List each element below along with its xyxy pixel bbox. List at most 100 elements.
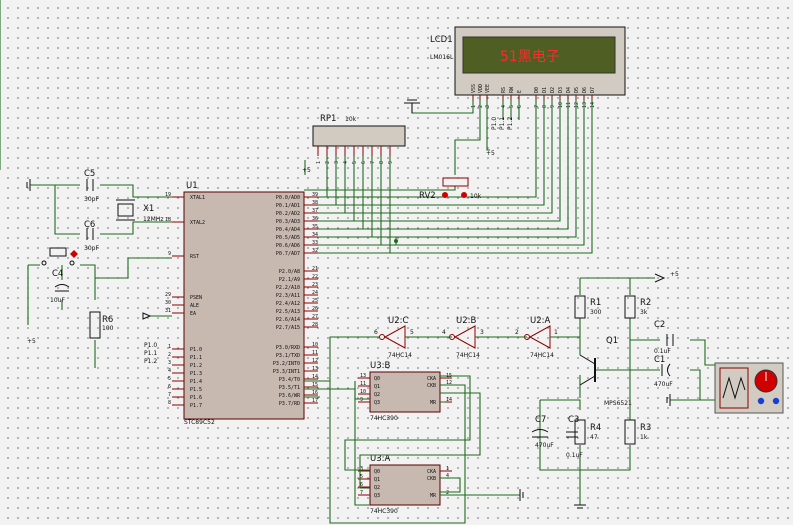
capacitor-c1[interactable]: C1 470uF [654,355,673,388]
reset-button[interactable] [41,247,78,266]
u1-pin-name: P2.1/A9 [279,277,300,283]
lcd-pin-name: E [517,90,523,93]
signal-generator-instrument[interactable] [714,362,784,414]
u3b-part: 74HC390 [370,415,398,422]
wire-d6 [304,100,585,246]
rv2-pin-b [461,192,467,198]
u1-pin-number: 15 [312,382,318,388]
port1-label-0: P1.0 [144,342,157,349]
u1-pin-name: P0.3/AD3 [276,219,300,225]
u1-pin-number: 30 [165,300,171,306]
r4-value: 47 [590,434,598,441]
u1-pin-number: 21 [312,266,318,272]
u1-body [183,191,305,420]
potentiometer-rv2[interactable]: RV2 10k [419,177,482,201]
c2-value: 0.1uF [654,348,671,355]
capacitor-c6[interactable]: C6 30pF [84,220,99,252]
u2b-ref: U2:B [456,316,476,326]
u1-pin-number: 10 [312,342,318,348]
counter-pin-name: CKA [427,376,436,382]
c5-value: 30pF [84,196,99,203]
counter-pin-name: CKB [427,383,436,389]
counter-pin-number: 1 [446,466,449,472]
r3-value: 1k [640,434,648,441]
lcd-pin-name: RS [501,87,507,93]
lcd-screen [462,36,616,74]
counter-pin-number: 14 [446,397,452,403]
rp1-ref: RP1 [320,114,336,124]
u1-pin-name: P2.5/A13 [276,309,300,315]
r6-value: 100 [102,325,114,332]
lcd-pin-name: D6 [582,87,588,93]
wire-u3b-to-u3a [344,375,471,471]
c3-value: 0.1uF [566,452,583,459]
rv2-ref: RV2 [419,191,436,201]
lcd-pin-name: VEE [485,84,491,93]
counter-pin-name: Q0 [374,469,380,475]
capacitor-c7[interactable]: C7 470uF [531,415,554,449]
rp1-pin-number: 7 [370,161,376,164]
c3-ref: C3 [568,415,579,425]
resistor-r1[interactable]: R1 300 [574,295,602,319]
counter-pin-number: 6 [360,482,363,488]
terminal-right[interactable] [772,397,780,405]
u1-pin-name: P2.7/A15 [276,325,300,331]
r2-ref: R2 [640,298,651,308]
rp1-pin-number: 5 [352,161,358,164]
rp1-pin-number: 2 [325,161,331,164]
u3a-body [369,464,441,506]
u1-pin-number: 29 [165,292,171,298]
c4-value: 10uF [50,297,65,304]
u2b-out: 4 [442,329,446,336]
lcd-module[interactable]: 51黑电子 LCD1 LM016L VSS1VDD2VEE3RS4RW5E6D0… [430,26,626,108]
resistor-r6[interactable]: R6 100 [89,311,114,339]
lcd-pin-number: 12 [574,102,580,108]
capacitor-c5[interactable]: C5 30pF [84,169,99,203]
wire-d2 [304,100,553,214]
u1-pin-number: 5 [168,376,171,382]
resistor-r3[interactable]: R3 1k [624,419,651,445]
crystal-x1[interactable]: X1 12MHz [116,199,163,223]
lcd-pin-number: 8 [542,105,548,108]
u1-part: STC89C52 [184,419,215,426]
transistor-q1[interactable]: Q1 MPS6521 [579,336,632,407]
rp1-pin-number: 4 [343,161,349,164]
u1-pin-name: P2.0/A8 [279,269,300,275]
u2b-part: 74HC14 [456,352,480,359]
rp1-body [312,125,406,147]
r6-ref: R6 [102,315,113,325]
c5-ref: C5 [84,169,95,179]
c2-ref: C2 [654,320,665,330]
lcd-pin-name: D7 [590,87,596,93]
wire-transistor-stage [539,277,715,505]
u1-pin-number: 3 [168,360,171,366]
wire-d3 [304,100,561,222]
waveform-icon [722,376,746,400]
c4-ref: C4 [52,269,63,279]
u1-pin-number: 33 [312,240,318,246]
lcd-pin-name: D2 [550,87,556,93]
rv2-pin-a [442,192,448,198]
lcd-pin-number: 13 [582,102,588,108]
resistor-r2[interactable]: R2 3k [624,295,651,319]
u1-pin-number: 16 [312,390,318,396]
u1-pin-name: P1.0 [190,347,202,353]
capacitor-c3[interactable]: C3 0.1uF [566,415,583,459]
u1-pin-number: 39 [312,192,318,198]
lcd-pin-name: VSS [471,84,477,93]
u1-pin-name: P3.6/WR [279,393,301,399]
u1-pin-name: P2.4/A12 [276,301,300,307]
u1-pin-number: 1 [168,344,171,350]
lcd-ref: LCD1 [430,35,453,45]
ea-arrow-icon [142,312,152,320]
capacitor-c2[interactable]: C2 0.1uF [654,320,674,355]
counter-pin-number: 10 [360,389,366,395]
capacitor-c4[interactable]: C4 10uF [50,269,70,304]
counter-pin-name: CKA [427,469,436,475]
terminal-left[interactable] [757,397,765,405]
